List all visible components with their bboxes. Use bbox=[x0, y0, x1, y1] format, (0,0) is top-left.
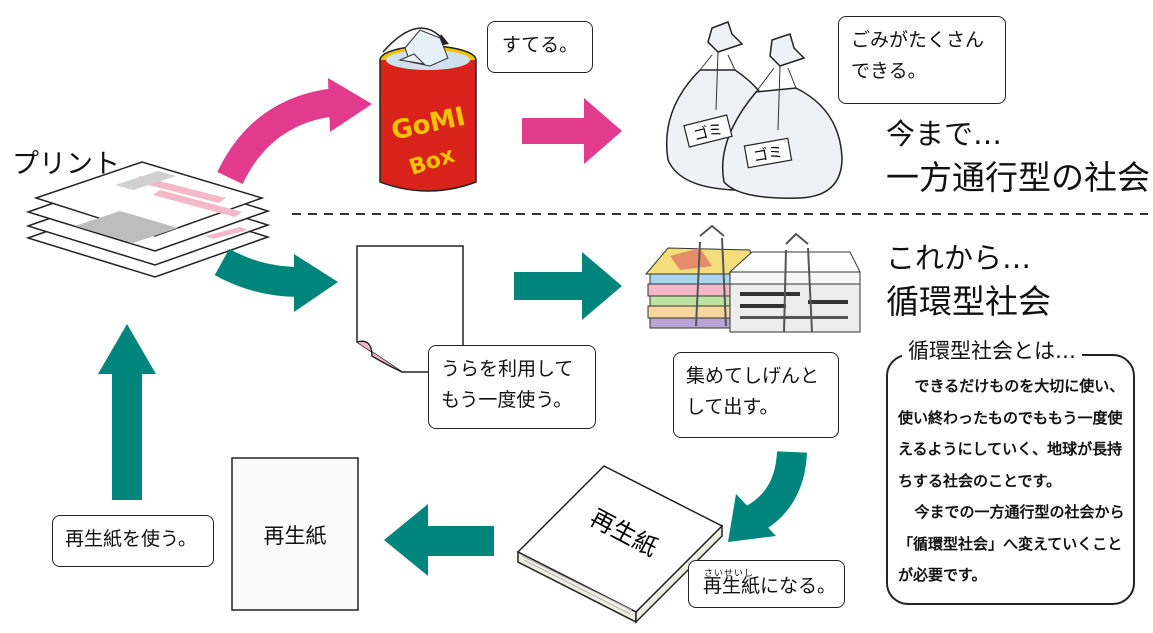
trash-can-icon: GoMI Box bbox=[379, 27, 477, 192]
lots-of-trash-line2: できる。 bbox=[851, 60, 927, 82]
teal-arrow-left bbox=[384, 504, 494, 576]
collect-line1: 集めてしげんと bbox=[686, 365, 820, 387]
throw-away-box: すてる。 bbox=[487, 21, 593, 73]
garbage-bag-icon: ゴミ ゴミ bbox=[665, 21, 843, 199]
teal-arrow-down-curve bbox=[728, 450, 807, 542]
use-recycled-text: 再生紙を使う。 bbox=[65, 528, 197, 550]
print-label: プリント bbox=[12, 149, 120, 180]
bag-label-2: ゴミ bbox=[752, 143, 785, 166]
throw-away-text: すてる。 bbox=[501, 34, 579, 56]
teal-arrow-right-1 bbox=[214, 248, 338, 312]
teal-arrow-up bbox=[98, 324, 156, 500]
collect-box: 集めてしげんと して出す。 bbox=[673, 352, 839, 438]
paper-bundle-icon bbox=[644, 224, 861, 333]
explanation-panel bbox=[886, 354, 1135, 605]
until-now-heading: 今まで… bbox=[886, 117, 1003, 151]
use-back-box: うらを利用して もう一度使う。 bbox=[428, 345, 596, 429]
from-now-heading: これから… bbox=[886, 241, 1032, 275]
one-way-society-heading: 一方通行型の社会 bbox=[886, 158, 1150, 197]
lots-of-trash-line1: ごみがたくさん bbox=[851, 29, 985, 51]
recycled-sheet-label: 再生紙 bbox=[263, 524, 327, 548]
explanation-paragraph-1: できるだけものを大切に使い、使い終わったものでももう一度使えるようにしていく、地… bbox=[898, 377, 1125, 490]
collect-line2: して出す。 bbox=[686, 396, 779, 418]
magenta-arrow-right bbox=[522, 98, 622, 164]
paper-ream-icon: 再生紙 bbox=[516, 465, 724, 624]
use-recycled-box: 再生紙を使う。 bbox=[52, 515, 214, 567]
magenta-arrow-up bbox=[217, 78, 372, 185]
teal-arrow-right-2 bbox=[514, 252, 622, 320]
circular-society-heading: 循環型社会 bbox=[886, 282, 1051, 321]
recycled-sheet-icon bbox=[231, 457, 359, 611]
explanation-paragraph-2: 今までの一方通行型の社会から「循環型社会」へ変えていくことが必要です。 bbox=[898, 503, 1125, 584]
use-back-line2: もう一度使う。 bbox=[441, 389, 573, 411]
becomes-recycled-text: 再生紙になる。 bbox=[703, 575, 837, 597]
becomes-recycled-box bbox=[688, 560, 845, 608]
use-back-line1: うらを利用して bbox=[441, 358, 574, 380]
explanation-title: 循環型社会とは… bbox=[902, 336, 1082, 366]
lots-of-trash-box: ごみがたくさん できる。 bbox=[838, 16, 1006, 104]
recycled-ruby: さいせいし bbox=[704, 569, 755, 579]
explanation-body: できるだけものを大切に使い、使い終わったものでももう一度使えるようにしていく、地… bbox=[898, 371, 1130, 592]
print-stack-icon bbox=[25, 161, 271, 278]
